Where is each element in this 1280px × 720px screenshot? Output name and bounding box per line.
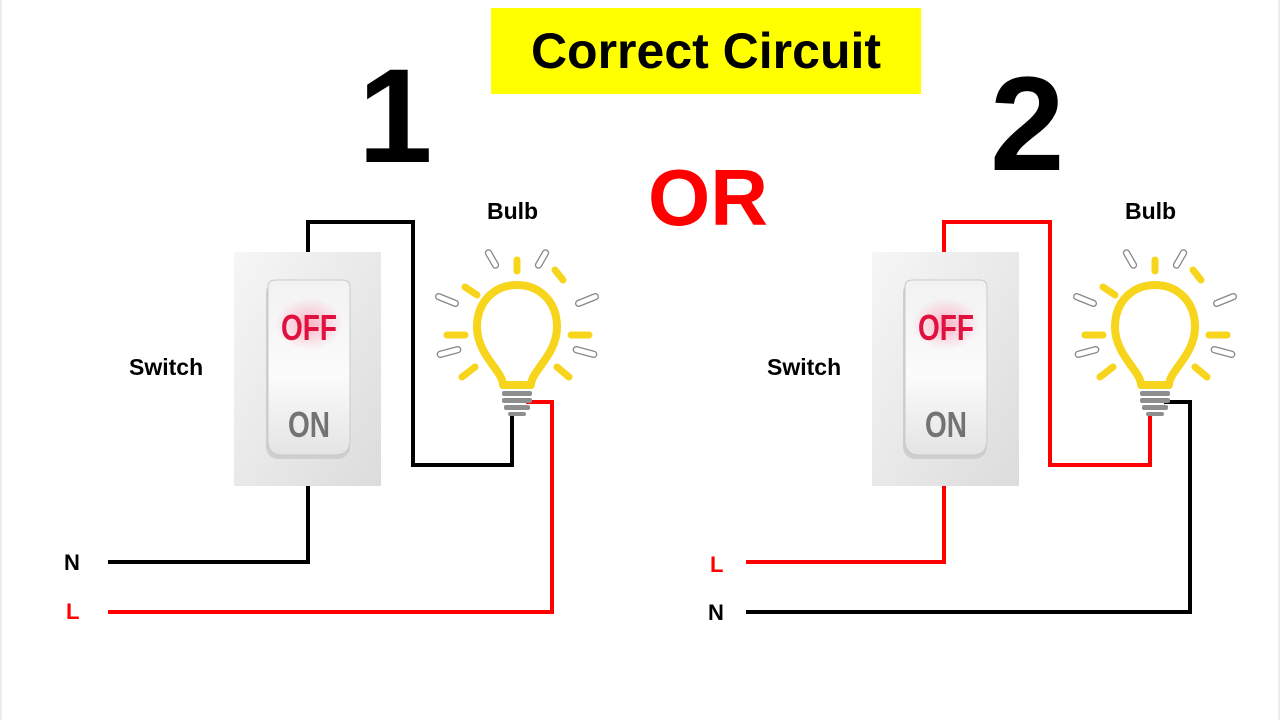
circuit-1-switch-on-text: ON — [288, 404, 330, 445]
circuit-2-bottom-wire-label: N — [708, 600, 724, 625]
circuit-1-switch-label: Switch — [129, 354, 204, 380]
circuit-2-wires — [746, 220, 1192, 614]
circuit-2-neutral-wire — [746, 400, 1192, 614]
circuit-1-switch-icon: OFF ON — [234, 252, 381, 486]
circuit-1-switch-to-bulb-wire — [306, 220, 514, 467]
circuit-1-wires — [108, 220, 554, 614]
circuit-1-switch-off-text: OFF — [281, 307, 337, 348]
circuit-2-bulb-icon — [1073, 249, 1237, 416]
circuit-2-switch-icon: OFF ON — [872, 252, 1019, 486]
circuit-2-switch-off-text: OFF — [918, 307, 974, 348]
circuit-2-bulb-label: Bulb — [1125, 198, 1177, 224]
circuit-2-switch-on-text: ON — [925, 404, 967, 445]
circuit-1-bulb-label: Bulb — [487, 198, 539, 224]
circuit-2-live-wire — [746, 485, 946, 564]
circuit-2-switch-label: Switch — [767, 354, 842, 380]
circuit-1-top-wire-label: N — [64, 550, 80, 575]
circuit-1-neutral-wire — [108, 485, 310, 564]
left-edge-line — [0, 0, 2, 720]
circuit-2-switch-to-bulb-wire — [942, 220, 1152, 467]
or-separator: OR — [648, 153, 768, 242]
circuit-2-top-wire-label: L — [710, 552, 724, 577]
page-title: Correct Circuit — [491, 8, 921, 94]
circuit-1-bulb-icon — [435, 249, 599, 416]
circuit-1-live-wire — [108, 400, 554, 614]
circuit-1-number: 1 — [358, 42, 433, 191]
circuit-1-bottom-wire-label: L — [66, 599, 80, 624]
circuit-2-number: 2 — [990, 50, 1065, 199]
right-edge-line — [1278, 0, 1280, 720]
